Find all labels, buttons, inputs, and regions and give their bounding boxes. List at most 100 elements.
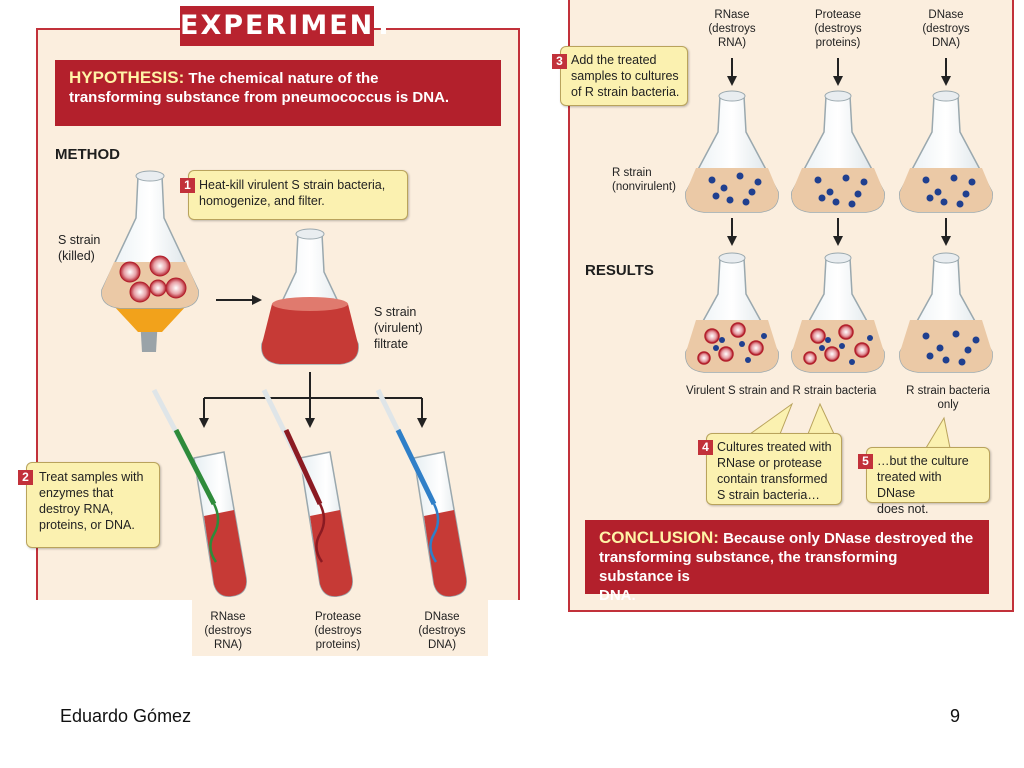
s-strain-killed-line2: (killed)	[58, 249, 95, 263]
step-5-line2: treated with DNase	[877, 470, 942, 500]
r-only-line1: R strain bacteria	[906, 385, 990, 397]
green-pipette	[173, 428, 217, 506]
r-strain-flask-rnase	[685, 90, 779, 213]
s-strain-filtrate-line3: filtrate	[374, 337, 409, 351]
branch-arrows	[203, 372, 423, 420]
conclusion-line1: Because only DNase destroyed the	[723, 530, 974, 547]
step-2-number: 2	[18, 470, 33, 485]
step-2-line4: proteins, or DNA.	[39, 518, 135, 532]
virulent-result-label: Virulent S strain and R strain bacteria	[686, 385, 877, 397]
enzyme-desc: (destroys	[814, 23, 862, 35]
step-1-line1: Heat-kill virulent S strain bacteria,	[199, 178, 386, 192]
enzyme-name: RNase	[714, 9, 750, 21]
enzyme-target: proteins)	[315, 639, 361, 651]
conclusion-line2: transforming substance, the transforming…	[599, 549, 898, 585]
blue-pipette	[395, 428, 437, 506]
method-label: METHOD	[55, 146, 120, 163]
r-only-result-label: R strain bacteria only	[896, 384, 1000, 412]
enzyme-desc: (destroys	[708, 23, 756, 35]
enzyme-desc: (destroys	[418, 625, 466, 637]
hypothesis-box: HYPOTHESIS: The chemical nature of the t…	[55, 60, 501, 126]
s-strain-killed-line1: S strain	[58, 233, 101, 247]
step-2-line1: Treat samples with	[39, 470, 144, 484]
callout-pointer-4	[748, 402, 794, 435]
experiment-title: EXPERIMENT	[180, 6, 393, 46]
step-1-line2: homogenize, and filter.	[199, 194, 325, 208]
enzyme-arrows	[731, 58, 947, 238]
enzyme-label-rnase-bottom: RNase (destroys RNA)	[196, 610, 260, 652]
s-strain-killed-flask	[101, 170, 199, 352]
conclusion-keyword: CONCLUSION:	[599, 528, 719, 547]
hypothesis-keyword: HYPOTHESIS:	[69, 68, 185, 87]
step-4-line3: contain transformed	[717, 472, 828, 486]
transformed-s-bacteria	[697, 322, 870, 365]
tube-protease	[261, 388, 353, 597]
step-4-line4: S strain bacteria…	[717, 488, 820, 502]
step-2-note: Treat samples with enzymes that destroy …	[26, 462, 160, 548]
r-strain-line1: R strain	[612, 167, 652, 179]
step-4-note: Cultures treated with RNase or protease …	[706, 433, 842, 505]
enzyme-label-strip	[192, 600, 488, 656]
enzyme-name: Protease	[814, 9, 862, 21]
step-1-number: 1	[180, 178, 195, 193]
step-5-number: 5	[858, 454, 873, 469]
hypothesis-line2: transforming substance from pneumococcus…	[69, 89, 450, 106]
step-3-note: Add the treated samples to cultures of R…	[560, 46, 688, 106]
enzyme-name: RNase	[210, 611, 246, 623]
step-4-number: 4	[698, 440, 713, 455]
enzyme-target: DNA)	[931, 37, 961, 49]
s-strain-filtrate-line2: (virulent)	[374, 321, 423, 335]
step-3-line1: Add the treated	[571, 53, 657, 67]
enzyme-label-protease-bottom: Protease (destroys proteins)	[302, 610, 374, 652]
step-5-note: …but the culture treated with DNase does…	[866, 447, 990, 516]
enzyme-label-rnase-top: RNase (destroys RNA)	[700, 8, 764, 50]
result-flask-dnase	[899, 252, 993, 373]
enzyme-label-dnase-bottom: DNase (destroys DNA)	[410, 610, 474, 652]
step-2-line3: destroy RNA,	[39, 502, 114, 516]
filtrate-flask	[261, 228, 359, 365]
maroon-pipette	[283, 428, 323, 506]
enzyme-desc: (destroys	[204, 625, 252, 637]
filter-funnel	[112, 304, 188, 332]
enzyme-desc: (destroys	[314, 625, 362, 637]
enzyme-target: RNA)	[717, 37, 747, 49]
step-3-number: 3	[552, 54, 567, 69]
r-strain-line2: (nonvirulent)	[612, 181, 676, 193]
step-3-line3: of R strain bacteria.	[571, 85, 680, 99]
r-strain-bacteria-dots	[708, 172, 976, 208]
s-strain-filtrate-line1: S strain	[374, 305, 417, 319]
step-4-line1: Cultures treated with	[717, 440, 832, 454]
r-only-line2: only	[937, 399, 959, 411]
page-number: 9	[950, 706, 961, 726]
footer-author: Eduardo Gómez	[60, 706, 192, 726]
s-strain-killed-label: S strain (killed)	[58, 232, 100, 264]
step-4-line2: RNase or protease	[717, 456, 822, 470]
enzyme-label-dnase-top: DNase (destroys DNA)	[914, 8, 978, 50]
enzyme-target: RNA)	[213, 639, 243, 651]
enzyme-name: DNase	[928, 9, 964, 21]
r-strain-flask-protease	[791, 90, 885, 213]
enzyme-desc: (destroys	[922, 23, 970, 35]
enzyme-name: Protease	[314, 611, 362, 623]
r-bacteria-result-dots	[713, 330, 980, 366]
step-5-line1: …but the culture	[877, 454, 969, 468]
enzyme-target: DNA)	[427, 639, 457, 651]
enzyme-name: DNase	[424, 611, 460, 623]
conclusion-line3: DNA.	[599, 587, 636, 604]
s-strain-filtrate-label: S strain (virulent) filtrate	[374, 304, 423, 352]
enzyme-label-protease-top: Protease (destroys proteins)	[802, 8, 874, 50]
step-5-line3: does not.	[877, 502, 929, 516]
conclusion-box: CONCLUSION: Because only DNase destroyed…	[585, 520, 989, 604]
callout-pointer-5	[925, 416, 951, 449]
killed-s-bacteria	[119, 255, 187, 303]
r-strain-flask-dnase	[899, 90, 993, 213]
hypothesis-line1: The chemical nature of the	[188, 70, 379, 87]
r-strain-label: R strain (nonvirulent)	[612, 166, 676, 194]
step-3-line2: samples to cultures	[571, 69, 679, 83]
enzyme-target: proteins)	[815, 37, 861, 49]
step-1-note: Heat-kill virulent S strain bacteria, ho…	[188, 170, 408, 220]
tube-dnase	[375, 388, 467, 597]
results-label: RESULTS	[585, 262, 654, 279]
tube-rnase	[151, 388, 247, 597]
